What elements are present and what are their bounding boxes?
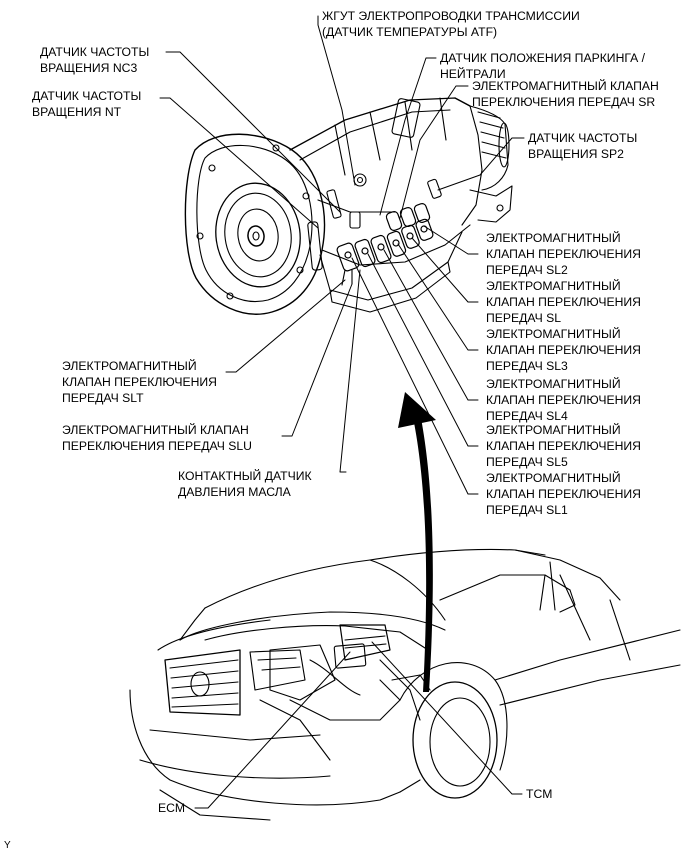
label-speed-sensor-nt: ДАТЧИК ЧАСТОТЫ ВРАЩЕНИЯ NT <box>32 89 142 119</box>
label-solenoid-sr: ЭЛЕКТРОМАГНИТНЫЙ КЛАПАН ПЕРЕКЛЮЧЕНИЯ ПЕР… <box>472 79 659 109</box>
label-speed-sensor-sp2: ДАТЧИК ЧАСТОТЫ ВРАЩЕНИЯ SP2 <box>528 131 638 161</box>
label-solenoid-slt: ЭЛЕКТРОМАГНИТНЫЙ КЛАПАН ПЕРЕКЛЮЧЕНИЯ ПЕР… <box>62 359 217 405</box>
label-ecm: ECM <box>158 801 186 815</box>
label-tcm: TCM <box>526 787 553 801</box>
label-speed-sensor-nc3: ДАТЧИК ЧАСТОТЫ ВРАЩЕНИЯ NC3 <box>40 45 150 75</box>
figure-code: Y <box>4 840 11 851</box>
label-solenoid-sl4: ЭЛЕКТРОМАГНИТНЫЙ КЛАПАН ПЕРЕКЛЮЧЕНИЯ ПЕР… <box>486 377 641 423</box>
label-solenoid-sl3: ЭЛЕКТРОМАГНИТНЫЙ КЛАПАН ПЕРЕКЛЮЧЕНИЯ ПЕР… <box>486 327 641 373</box>
label-solenoid-sl: ЭЛЕКТРОМАГНИТНЫЙ КЛАПАН ПЕРЕКЛЮЧЕНИЯ ПЕР… <box>486 279 641 325</box>
location-arrow <box>398 392 436 692</box>
label-solenoid-slu: ЭЛЕКТРОМАГНИТНЫЙ КЛАПАН ПЕРЕКЛЮЧЕНИЯ ПЕР… <box>62 423 252 453</box>
label-atf-harness: ЖГУТ ЭЛЕКТРОПРОВОДКИ ТРАНСМИССИИ (ДАТЧИК… <box>322 9 580 39</box>
label-park-neutral-switch: ДАТЧИК ПОЛОЖЕНИЯ ПАРКИНГА / НЕЙТРАЛИ <box>440 51 646 81</box>
label-solenoid-sl5: ЭЛЕКТРОМАГНИТНЫЙ КЛАПАН ПЕРЕКЛЮЧЕНИЯ ПЕР… <box>486 423 641 469</box>
label-oil-pressure-switch: КОНТАКТНЫЙ ДАТЧИК ДАВЛЕНИЯ МАСЛА <box>178 469 312 499</box>
label-solenoid-sl1: ЭЛЕКТРОМАГНИТНЫЙ КЛАПАН ПЕРЕКЛЮЧЕНИЯ ПЕР… <box>486 471 641 517</box>
vehicle-drawing <box>129 548 681 821</box>
label-solenoid-sl2: ЭЛЕКТРОМАГНИТНЫЙ КЛАПАН ПЕРЕКЛЮЧЕНИЯ ПЕР… <box>486 231 641 277</box>
transmission-drawing <box>184 97 513 315</box>
leader-lines <box>159 15 525 809</box>
